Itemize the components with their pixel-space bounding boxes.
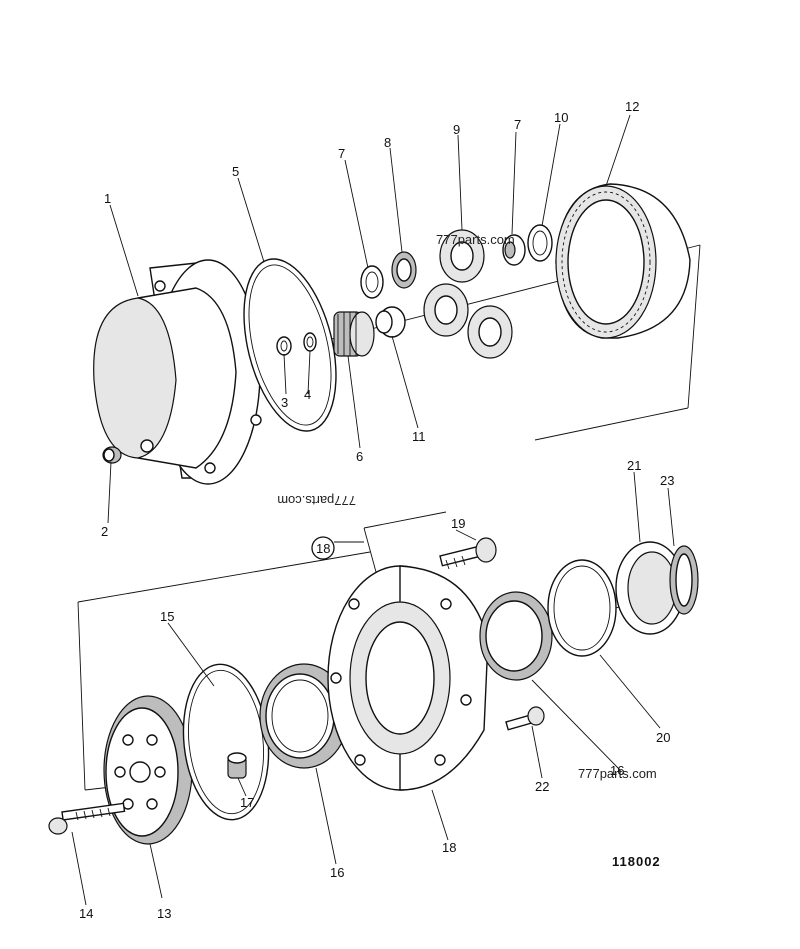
callout-3: 3 xyxy=(281,395,288,410)
callout-19: 19 xyxy=(451,516,465,531)
callout-17: 17 xyxy=(240,795,254,810)
part-16-bearing-left xyxy=(259,663,349,769)
callout-4: 4 xyxy=(304,387,311,402)
callout-18-bottom: 18 xyxy=(442,840,456,855)
part-14-bolt xyxy=(48,802,126,835)
part-12-ring-gear xyxy=(555,183,691,339)
part-20-ring xyxy=(547,559,617,657)
callout-7-left: 7 xyxy=(338,146,345,161)
callout-18-circled: 18 xyxy=(311,536,335,560)
callout-23: 23 xyxy=(660,473,674,488)
callout-6: 6 xyxy=(356,449,363,464)
leader-lines xyxy=(71,114,675,906)
part-8-bearing xyxy=(391,251,417,289)
part-2-plug xyxy=(102,446,122,464)
part-7-ring-right xyxy=(502,234,526,266)
watermark-upside-down: 777parts.com xyxy=(277,493,356,508)
part-6-sun-gear xyxy=(333,311,375,357)
callout-2: 2 xyxy=(101,524,108,539)
part-7-ring-left xyxy=(360,265,384,299)
callout-8: 8 xyxy=(384,135,391,150)
callout-12: 12 xyxy=(625,99,639,114)
callout-16-right: 16 xyxy=(610,763,624,778)
callout-13: 13 xyxy=(157,906,171,921)
part-23-seal-ring xyxy=(669,545,699,615)
callout-16-left: 16 xyxy=(330,865,344,880)
part-15-circlip xyxy=(182,663,270,821)
callout-14: 14 xyxy=(79,906,93,921)
part-13-sprocket xyxy=(103,695,193,845)
part-3-washer xyxy=(276,336,292,356)
part-18-hub xyxy=(327,565,489,791)
part-17-dowel xyxy=(227,752,247,779)
watermark-lower-right: 777parts.com xyxy=(578,766,657,781)
watermark-small-gear: 777parts.com xyxy=(436,232,515,247)
callout-20: 20 xyxy=(656,730,670,745)
part-9-planet-gear-middle xyxy=(423,283,469,337)
callout-1: 1 xyxy=(104,191,111,206)
part-16-seal-right xyxy=(479,591,553,681)
callout-22: 22 xyxy=(535,779,549,794)
callout-5: 5 xyxy=(232,164,239,179)
part-19-bolt xyxy=(439,537,497,570)
figure-number: 118002 xyxy=(612,854,661,869)
callout-7-right: 7 xyxy=(514,117,521,132)
callout-9: 9 xyxy=(453,122,460,137)
callout-21: 21 xyxy=(627,458,641,473)
part-11-spacer xyxy=(375,306,406,338)
callout-10: 10 xyxy=(554,110,568,125)
part-10-circlip xyxy=(527,224,553,262)
part-4-circlip xyxy=(303,332,317,352)
part-9-planet-gear-top xyxy=(439,229,485,283)
callout-11: 11 xyxy=(412,429,426,444)
part-21-cup xyxy=(615,541,685,635)
part-9-planet-gear-bottom xyxy=(467,305,513,359)
part-22-bolt xyxy=(505,706,545,731)
callout-labels: 1 2 3 4 5 6 7 8 9 7 10 12 11 15 17 13 14… xyxy=(79,99,674,921)
callout-15: 15 xyxy=(160,609,174,624)
callout-18-circled-text: 18 xyxy=(316,541,330,556)
